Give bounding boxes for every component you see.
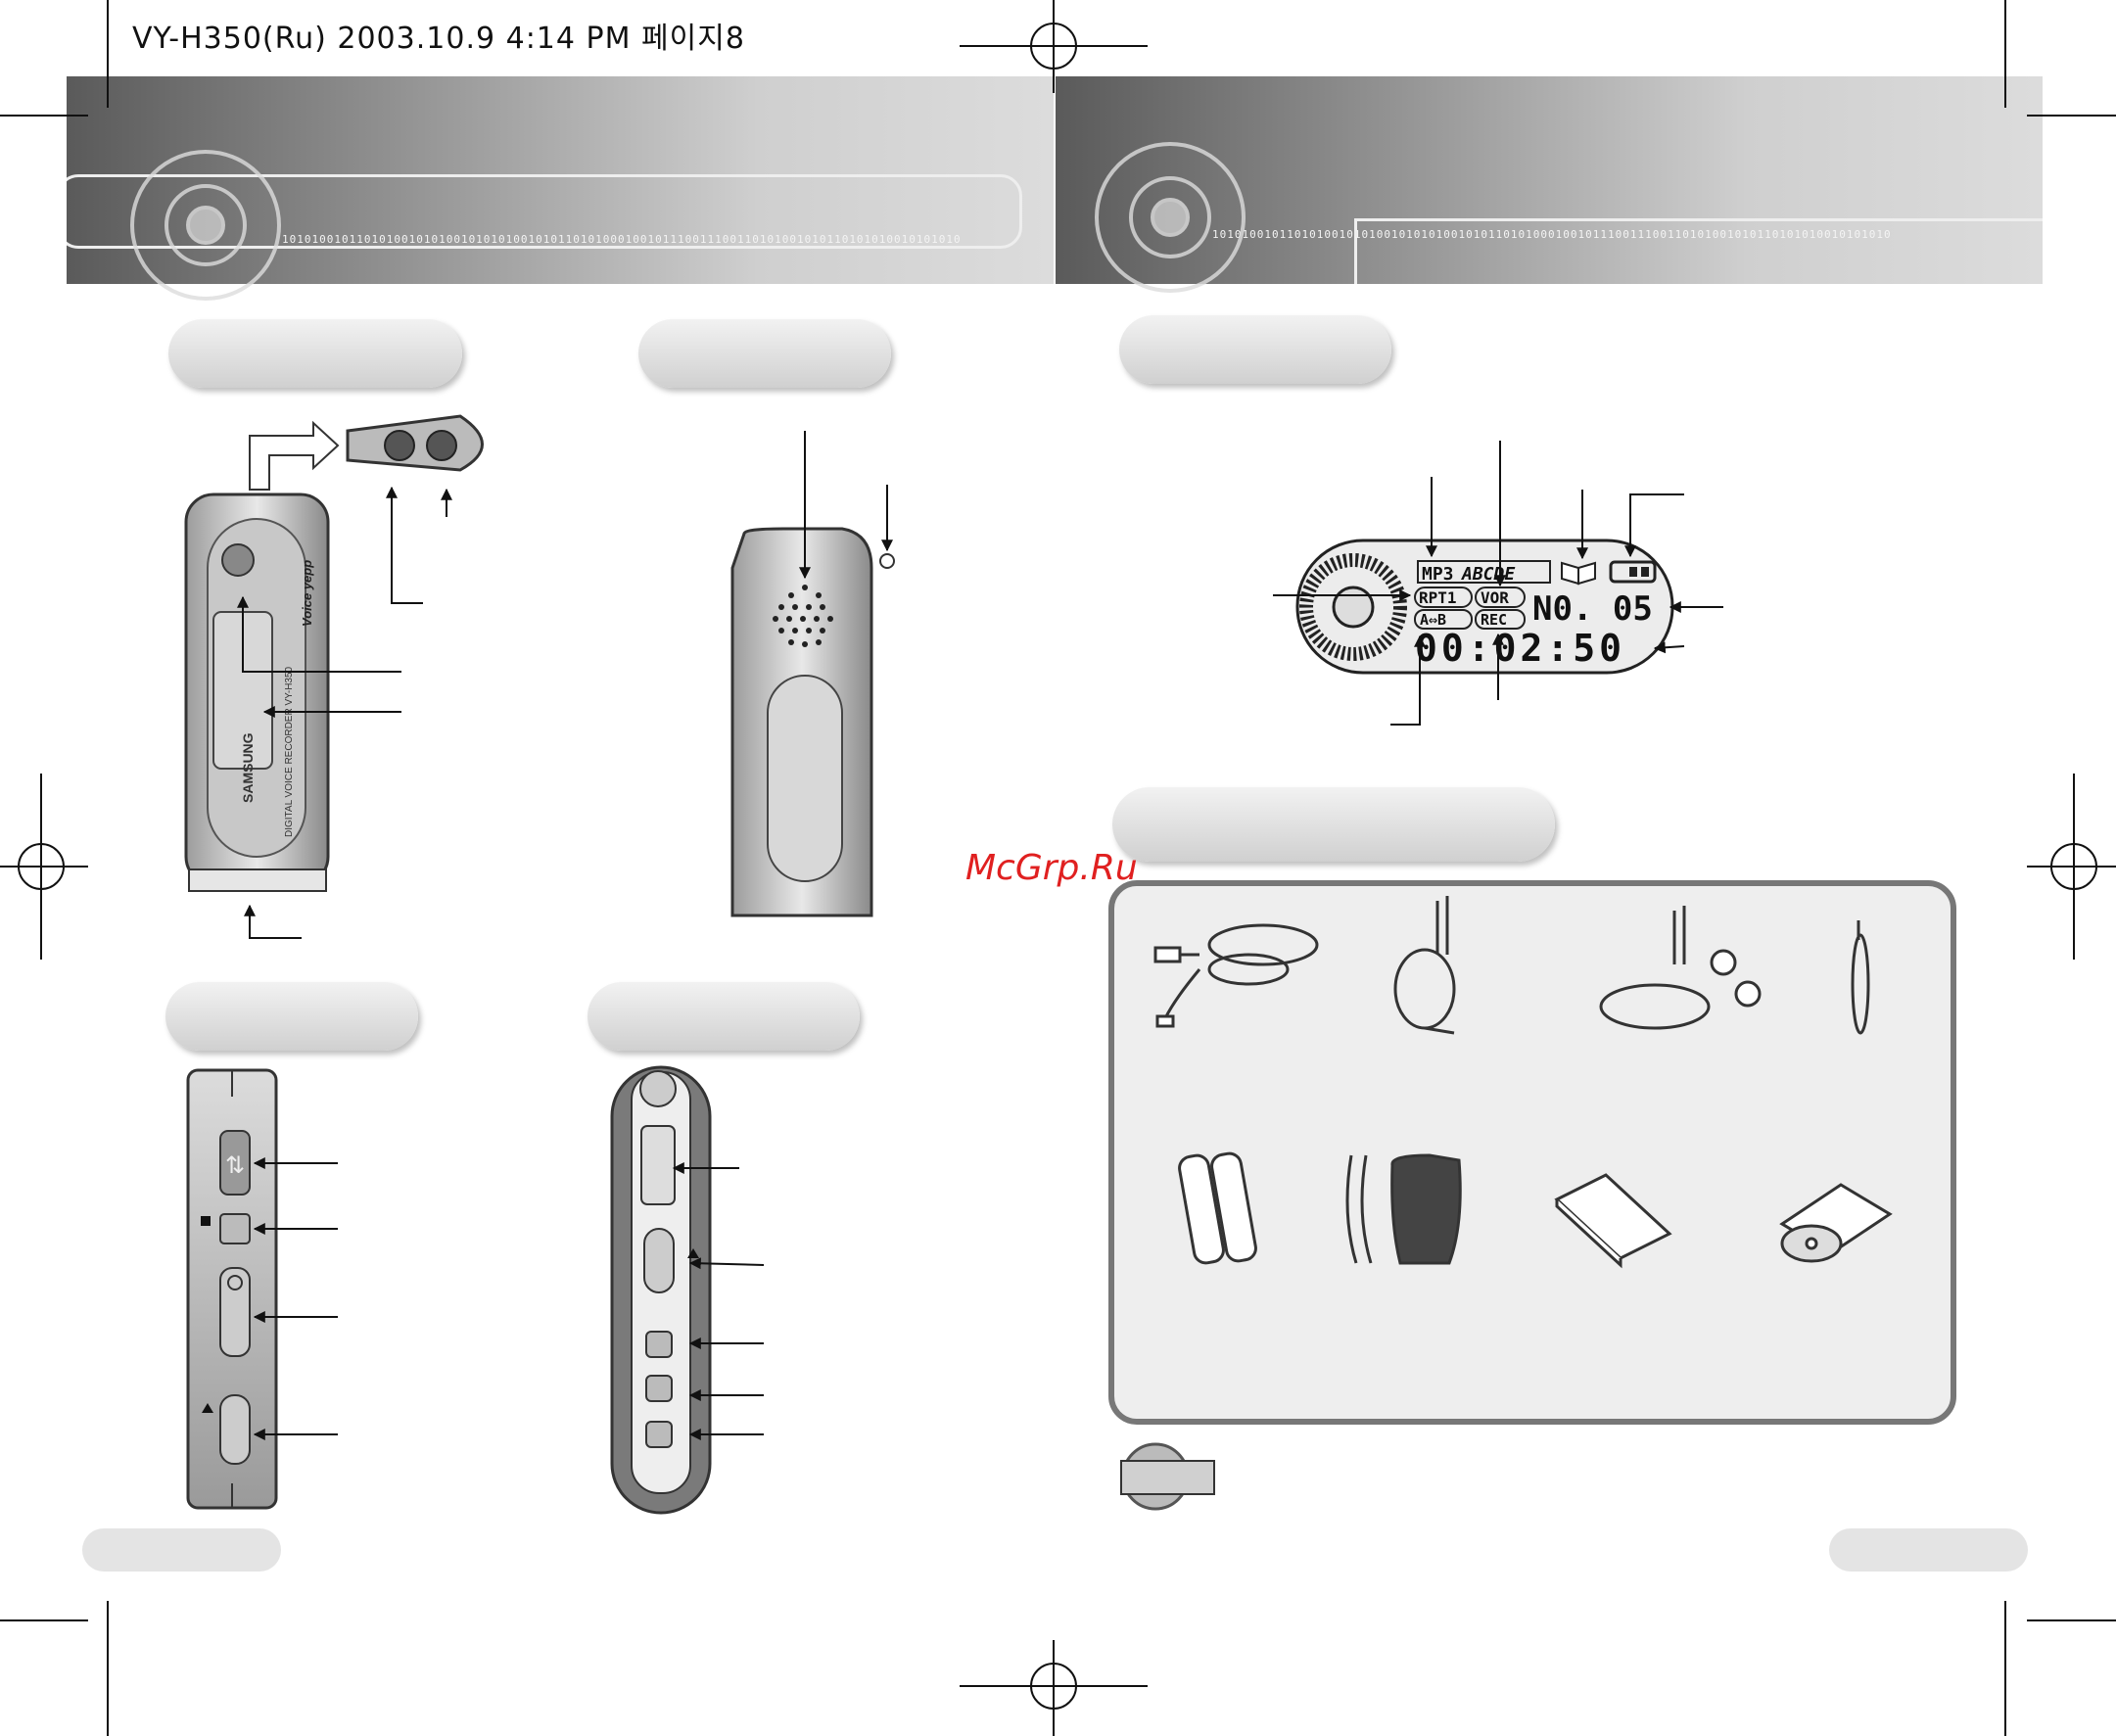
zoom-arrow <box>249 420 340 491</box>
section-title-pill-accessories <box>1112 787 1555 862</box>
lcd-ab: A⇔B <box>1420 611 1446 629</box>
play-switch <box>643 1228 675 1293</box>
banner-frame <box>67 174 1022 249</box>
speaker-icon <box>1332 586 1375 629</box>
play-icon <box>687 1248 699 1258</box>
hold-switch <box>219 1394 251 1465</box>
user-manual <box>1554 1173 1672 1269</box>
page-number-pill-right <box>1829 1528 2028 1572</box>
device-left-side-view: ⇅ <box>186 1068 278 1510</box>
book-icon <box>1561 561 1596 586</box>
side-button-3 <box>645 1421 673 1448</box>
section-title-pill-back <box>638 319 891 388</box>
left-banner: 1010100101101010010101001010101001010110… <box>67 76 1054 284</box>
banner-binary-text: 1010100101101010010101001010101001010110… <box>282 233 962 246</box>
batteries <box>1178 1151 1257 1265</box>
device-back-view <box>730 527 895 917</box>
lcd-folder: ABCDE <box>1461 564 1515 585</box>
device-top-cap-detail <box>249 414 484 491</box>
banner-target-right <box>1095 142 1246 293</box>
lcd-time: 00:02:50 <box>1415 627 1625 670</box>
logo-text: Voice yepp <box>300 560 314 627</box>
device-right-side-view <box>610 1065 712 1515</box>
battery-icon <box>1609 560 1657 584</box>
banner-binary-text: 1010100101101010010101001010101001010110… <box>1212 228 1892 241</box>
banner-target-left <box>130 150 281 301</box>
print-header-line: VY-H350(Ru) 2003.10.9 4:14 PM 페이지8 <box>132 22 745 56</box>
registration-mark-top <box>960 0 1148 93</box>
lcd-rpt: RPT1 <box>1419 588 1457 607</box>
lcd-rec: REC <box>1481 611 1507 629</box>
lcd-format: MP3 <box>1422 564 1454 585</box>
lcd-display: MP3 ABCDE RPT1 VOR A⇔B REC N0. 05 00:02:… <box>1295 539 1674 675</box>
usb-icon: ⇅ <box>225 1152 245 1179</box>
callout-arrows-display <box>1273 441 1723 726</box>
callout-arrows-right-side <box>672 1162 765 1440</box>
accessories-panel <box>1108 880 1956 1425</box>
callout-arrows-left-side <box>253 1157 338 1440</box>
section-title-pill-right-side <box>588 982 860 1051</box>
registration-mark-right <box>2027 774 2116 960</box>
carrying-case <box>1345 1153 1462 1265</box>
stop-icon <box>201 1216 211 1226</box>
right-banner: 1010100101101010010101001010101001010110… <box>1056 76 2043 284</box>
usb-cable <box>1153 923 1319 1028</box>
lcd-vor: VOR <box>1481 588 1509 607</box>
speaker-grille <box>773 585 833 647</box>
side-button-2 <box>645 1375 673 1402</box>
section-title-pill-front <box>168 319 462 388</box>
usb-port <box>219 1130 251 1196</box>
line-in-cable <box>1393 896 1456 1035</box>
section-title-pill-left-side <box>165 982 418 1051</box>
volume-icon <box>227 1275 243 1290</box>
callout-arrows-back <box>799 431 893 580</box>
hold-icon <box>202 1403 213 1413</box>
banner-frame <box>1354 218 2043 284</box>
skip-switch <box>640 1125 676 1205</box>
stop-button <box>219 1213 251 1244</box>
side-button-1 <box>645 1331 673 1358</box>
brand-text: SAMSUNG <box>240 732 256 803</box>
page-badge <box>1120 1442 1215 1511</box>
neck-strap <box>1851 920 1870 1035</box>
device-front-view: SAMSUNG DIGITAL VOICE RECORDER VY-H350 V… <box>184 493 330 892</box>
callout-arrows-front <box>237 486 452 939</box>
mic-jack <box>426 430 457 461</box>
software-cd <box>1779 1183 1893 1263</box>
watermark: McGrp.Ru <box>965 848 1138 888</box>
strap-hole <box>879 553 895 569</box>
section-title-pill-display <box>1119 315 1391 384</box>
registration-mark-left <box>0 774 88 960</box>
volume-switch <box>219 1267 251 1357</box>
lcd-file-number: N0. 05 <box>1532 589 1653 629</box>
headphone-jack <box>384 430 415 461</box>
clip <box>767 675 843 882</box>
level-meter <box>1299 553 1407 661</box>
earphones <box>1599 906 1762 1030</box>
menu-button <box>221 543 255 577</box>
model-text: DIGITAL VOICE RECORDER VY-H350 <box>284 666 295 837</box>
registration-mark-bottom <box>960 1640 1148 1736</box>
page-number-pill-left <box>82 1528 281 1572</box>
